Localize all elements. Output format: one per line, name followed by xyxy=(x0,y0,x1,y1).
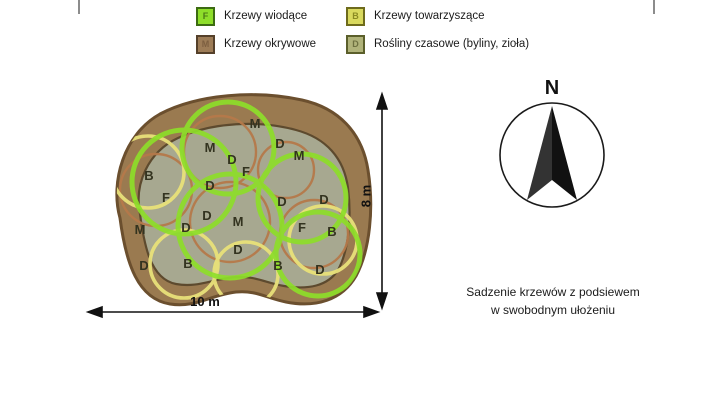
plant-circle-b xyxy=(148,228,220,300)
plant-label: M xyxy=(294,148,305,163)
plant-label: M xyxy=(233,214,244,229)
plant-circle-group xyxy=(116,99,363,305)
legend-item-d: D Rośliny czasowe (byliny, zioła) xyxy=(346,34,576,54)
legend-label-d: Rośliny czasowe (byliny, zioła) xyxy=(374,38,530,50)
legend-swatch-b-icon: B xyxy=(346,6,365,26)
north-arrow-icon xyxy=(499,102,605,208)
plant-labels: M M D D M B F F D D M M D D D F B D D B … xyxy=(135,116,337,277)
legend: F Krzewy wiodące B Krzewy towarzyszące M… xyxy=(196,2,576,58)
plant-circles-f xyxy=(129,99,363,299)
dimension-label-width: 10 m xyxy=(190,294,220,309)
plant-label: D xyxy=(227,152,236,167)
plan-svg: M M D D M B F F D D M M D D D F B D D B … xyxy=(85,91,389,319)
plant-label: D xyxy=(233,242,242,257)
plant-label: D xyxy=(205,178,214,193)
plant-circle-f xyxy=(255,151,349,245)
crop-mark-right xyxy=(653,0,655,14)
planting-plan: M M D D M B F F D D M M D D D F B D D B … xyxy=(80,86,400,326)
dimension-label-height: 8 m xyxy=(358,184,374,208)
plant-circles-b xyxy=(116,134,359,305)
compass-north-label: N xyxy=(544,77,560,99)
plant-label: B xyxy=(183,256,192,271)
plant-label: B xyxy=(273,258,282,273)
legend-swatch-d-icon: D xyxy=(346,34,365,54)
plant-label: D xyxy=(181,220,190,235)
legend-label-f: Krzewy wiodące xyxy=(224,10,308,22)
plant-label: D xyxy=(275,136,284,151)
plant-label: M xyxy=(205,140,216,155)
plant-circle-m xyxy=(188,180,272,264)
figure-caption: Sadzenie krzewów z podsiewem w swobodnym… xyxy=(433,283,673,319)
dimension-arrowhead-bottom xyxy=(375,292,389,311)
caption-line-1: Sadzenie krzewów z podsiewem xyxy=(466,285,640,299)
crop-mark-left xyxy=(78,0,80,14)
plant-label: D xyxy=(202,208,211,223)
plant-circle-b xyxy=(116,134,186,210)
plant-circle-f xyxy=(179,99,277,197)
plant-label: D xyxy=(277,194,286,209)
plant-label: F xyxy=(242,164,250,179)
caption-line-2: w swobodnym ułożeniu xyxy=(490,303,616,317)
plant-circle-f xyxy=(129,127,239,237)
legend-item-b: B Krzewy towarzyszące xyxy=(346,6,576,26)
plant-circle-m xyxy=(256,140,316,200)
legend-label-m: Krzewy okrywowe xyxy=(224,38,317,50)
legend-item-m: M Krzewy okrywowe xyxy=(196,34,346,54)
plant-label: B xyxy=(327,224,336,239)
plant-label: D xyxy=(315,262,324,277)
plant-label: M xyxy=(135,222,146,237)
plant-label: F xyxy=(162,190,170,205)
dimension-arrowhead-right xyxy=(363,305,381,319)
plant-circle-f xyxy=(273,209,363,299)
plant-label: F xyxy=(298,220,306,235)
dimension-arrowhead-top xyxy=(375,91,389,110)
plant-label: M xyxy=(250,116,261,131)
plant-label: D xyxy=(139,258,148,273)
legend-item-f: F Krzewy wiodące xyxy=(196,6,346,26)
dimension-arrowhead-left xyxy=(85,305,103,319)
dimension-arrows xyxy=(85,91,389,319)
plant-label: D xyxy=(319,192,328,207)
plant-circle-f xyxy=(175,171,285,281)
legend-swatch-m-icon: M xyxy=(196,34,215,54)
legend-label-b: Krzewy towarzyszące xyxy=(374,10,485,22)
legend-swatch-f-icon: F xyxy=(196,6,215,26)
plant-label: B xyxy=(144,168,153,183)
compass-rose: N xyxy=(497,78,607,208)
